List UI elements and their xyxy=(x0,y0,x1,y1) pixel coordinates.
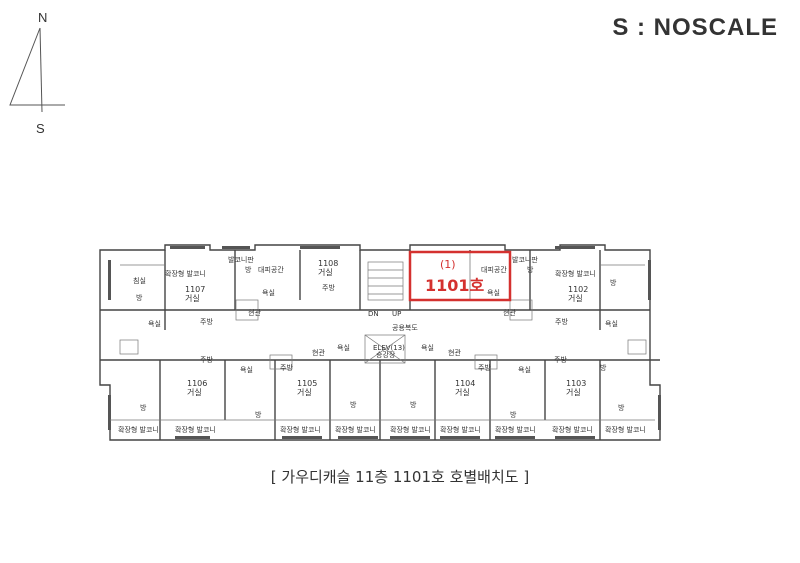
bath-label: 욕실 xyxy=(148,319,161,328)
north-label: N xyxy=(38,10,47,25)
balcony-label: 확장형 발코니 xyxy=(175,425,216,434)
hall-label: 승강장 xyxy=(376,350,396,359)
room-labels: 확장형 발코니 확장형 발코니 확장형 발코니 확장형 발코니 확장형 발코니 … xyxy=(118,255,646,434)
balcony-label: 확장형 발코니 xyxy=(118,425,159,434)
util-plate-label: 발코니판 xyxy=(512,255,538,264)
elevator-label: ELEV(13) xyxy=(373,344,405,352)
interior-walls xyxy=(100,250,660,440)
bath-label: 욕실 xyxy=(337,343,350,352)
highlight-index: (1) xyxy=(440,258,456,271)
dressroom-label: 대피공간 xyxy=(258,265,284,274)
kitchen-label: 주방 xyxy=(555,317,568,326)
room-label: 방 xyxy=(610,278,617,287)
room-label: 방 xyxy=(510,410,517,419)
drawing-caption: [ 가우디캐슬 11층 1101호 호별배치도 ] xyxy=(270,468,530,486)
south-label: S xyxy=(36,121,45,136)
bath-label: 욕실 xyxy=(518,365,531,374)
balcony-label: 확장형 발코니 xyxy=(605,425,646,434)
highlight-unit: 1101호 xyxy=(425,276,485,295)
entrance-label: 현관 xyxy=(248,308,261,317)
bedroom-label: 침실 xyxy=(133,276,146,285)
room-label: 방 xyxy=(136,293,143,302)
entrance-label: 현관 xyxy=(312,348,325,357)
corridor-label: 공용복도 xyxy=(392,324,418,332)
balcony-label: 확장형 발코니 xyxy=(495,425,536,434)
room-label: 방 xyxy=(410,400,417,409)
balcony-label: 확장형 발코니 xyxy=(440,425,481,434)
kitchen-label: 주방 xyxy=(200,317,213,326)
balcony-label: 확장형 발코니 xyxy=(552,425,593,434)
room-label: 방 xyxy=(527,265,534,274)
balcony-label: 확장형 발코니 xyxy=(555,269,596,278)
north-arrow-icon: N S xyxy=(9,10,65,136)
bath-label: 욕실 xyxy=(240,365,253,374)
bath-label: 욕실 xyxy=(262,288,275,297)
balcony-label: 확장형 발코니 xyxy=(390,425,431,434)
room-label: 방 xyxy=(618,403,625,412)
dressroom-label: 대피공간 xyxy=(481,265,507,274)
kitchen-label: 주방 xyxy=(280,363,293,372)
kitchen-label: 주방 xyxy=(554,355,567,364)
bath-label: 욕실 xyxy=(421,343,434,352)
bath-label: 욕실 xyxy=(605,319,618,328)
balcony-label: 확장형 발코니 xyxy=(165,269,206,278)
room-label: 방 xyxy=(245,265,252,274)
stair-up-label: UP xyxy=(392,310,401,318)
room-label: 방 xyxy=(350,400,357,409)
kitchen-label: 주방 xyxy=(478,363,491,372)
util-plate-label: 발코니판 xyxy=(228,255,254,264)
bath-label: 욕실 xyxy=(487,288,500,297)
kitchen-label: 주방 xyxy=(322,283,335,292)
room-label: 방 xyxy=(255,410,262,419)
balcony-label: 확장형 발코니 xyxy=(280,425,321,434)
entrance-label: 현관 xyxy=(448,348,461,357)
stair-down-label: DN xyxy=(368,310,379,318)
room-label: 방 xyxy=(600,363,607,372)
entrance-label: 현관 xyxy=(503,308,516,317)
balcony-label: 확장형 발코니 xyxy=(335,425,376,434)
unit-1101-highlight[interactable]: (1) 1101호 xyxy=(408,250,512,302)
scale-label: S : NOSCALE xyxy=(612,14,778,41)
building-outline xyxy=(99,244,661,441)
kitchen-label: 주방 xyxy=(200,355,213,364)
room-label: 방 xyxy=(140,403,147,412)
